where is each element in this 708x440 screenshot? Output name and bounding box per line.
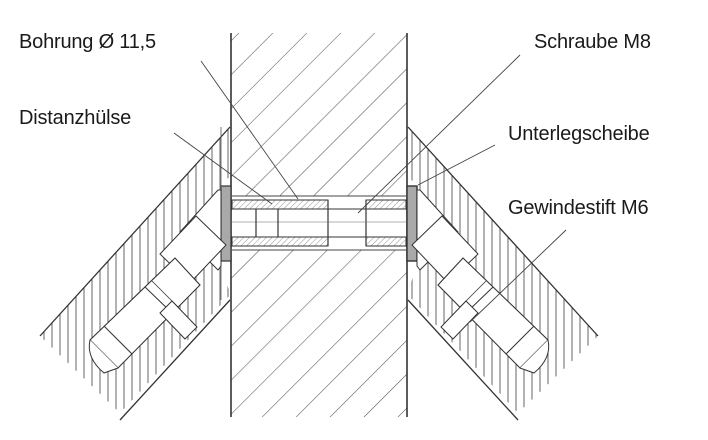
bolt-m8 — [232, 199, 407, 247]
label-distanzhuelse: Distanzhülse — [19, 107, 132, 129]
left-angled-panel — [39, 126, 231, 421]
set-screw-left — [88, 257, 201, 374]
leader-schraube — [357, 54, 521, 214]
leader-unterlegscheibe — [417, 144, 496, 186]
label-schraube: Schraube M8 — [534, 31, 651, 53]
leader-distanzhuelse — [173, 132, 273, 205]
washer-right — [406, 185, 418, 262]
leader-lines — [173, 54, 567, 323]
set-screw-right — [437, 257, 550, 374]
leader-gewindestift — [469, 229, 567, 323]
leader-bohrung — [200, 60, 299, 200]
right-angled-panel — [407, 126, 599, 421]
label-gewindestift: Gewindestift M6 — [508, 197, 649, 219]
label-unterlegscheibe: Unterlegscheibe — [508, 123, 650, 145]
label-bohrung: Bohrung Ø 11,5 — [19, 31, 156, 53]
washer-left — [220, 185, 232, 262]
